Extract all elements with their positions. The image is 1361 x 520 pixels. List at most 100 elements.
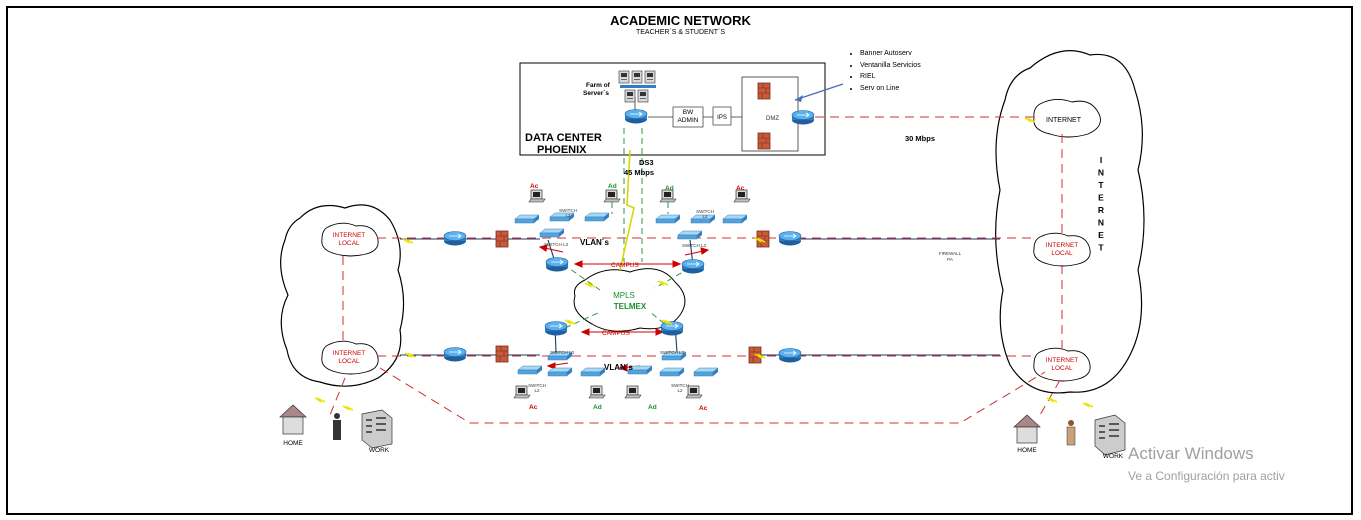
campus-router-icon [545, 257, 569, 272]
service-item: Banner Autoserv [860, 48, 921, 60]
switch-l3-label: SWITCH L3 [544, 242, 569, 247]
switch-l2-label: SWITCH [671, 383, 689, 388]
mpls-provider-label: TELMEX [614, 302, 647, 311]
internet-speed-label: 30 Mbps [905, 134, 935, 143]
services-list: Banner Autoserv Ventanilla Servicios RIE… [848, 48, 921, 94]
internet-local-label: INTERNET [1046, 242, 1079, 249]
data-center-box [519, 62, 826, 156]
switch-group-top-left [514, 212, 610, 238]
person-icon [1066, 420, 1076, 446]
ips-box [712, 106, 732, 126]
vlans-label: VLAN´s [604, 363, 633, 372]
access-ad-label: Ad [593, 404, 602, 411]
cloud-internet-local [321, 222, 379, 257]
access-ac-label: Ac [530, 183, 539, 190]
home-label: HOME [283, 440, 303, 447]
switch-group-bottom-right [627, 351, 719, 377]
switch-l2-label: SWITCH [696, 209, 714, 214]
home-label: HOME [1017, 447, 1037, 454]
access-ad-label: Ad [665, 185, 674, 192]
cloud-internet-top [1033, 99, 1101, 138]
router-icon [443, 231, 467, 246]
internet-local-label: LOCAL [338, 240, 360, 247]
access-ac-label: Ac [736, 185, 745, 192]
campus-router-icon [681, 259, 705, 274]
watermark-line: Activar Windows [1128, 444, 1254, 463]
dmz-label: DMZ [766, 116, 779, 122]
work-label: WORK [1103, 453, 1124, 460]
campus-label: CAMPUS [611, 262, 639, 269]
data-center-label: DATA CENTER [525, 132, 602, 144]
switch-l3-label: SWITCH L3 [660, 350, 685, 355]
service-item: RIEL [860, 71, 921, 83]
work-label: WORK [369, 447, 390, 454]
ips-label: IPS [717, 115, 727, 121]
firewall-icon [495, 345, 509, 363]
work-building-icon [361, 409, 393, 449]
diagram-frame [6, 6, 1353, 515]
edge-router-icon [791, 110, 815, 125]
diagram-title: ACADEMIC NETWORK [610, 13, 751, 28]
internet-local-label: INTERNET [333, 350, 366, 357]
firewall-icon [495, 230, 509, 248]
internet-local-label: INTERNET [333, 232, 366, 239]
diagram-subtitle: TEACHER´S & STUDENT´S [635, 29, 726, 36]
server-farm [618, 70, 656, 103]
windows-activation-watermark: Activar Windows Ve a Configuración para … [1128, 444, 1285, 483]
cloud-internet-local [321, 340, 379, 375]
bw-label: ADMIN [678, 117, 699, 124]
mpls-label: MPLS [613, 291, 635, 300]
firewall-label: PA [947, 257, 953, 262]
switch-l2-label: L2 [565, 213, 571, 218]
person-icon [333, 413, 341, 440]
switch-l2-label: L2 [702, 214, 708, 219]
switch-l2-label: SWITCH [559, 208, 577, 213]
internet-local-label: LOCAL [338, 358, 360, 365]
access-ad-label: Ad [608, 183, 617, 190]
access-ac-label: Ac [529, 404, 538, 411]
home-icon [1013, 414, 1041, 444]
cloud-right-internet [995, 50, 1145, 394]
switch-l2-label: SWITCH [528, 383, 546, 388]
ds3-speed-label: 45 Mbps [624, 168, 654, 177]
switch-l2-label: L2 [677, 388, 683, 393]
red-dashed-links [329, 116, 1063, 424]
campus-label: CAMPUS [602, 330, 630, 337]
dmz-firewall-top-icon [757, 82, 771, 100]
cloud-internet-local [1033, 232, 1091, 267]
router-icon [443, 347, 467, 362]
internet-local-label: LOCAL [1051, 250, 1073, 257]
ds3-link [619, 149, 635, 271]
cloud-internet-local [1033, 347, 1091, 382]
service-item: Serv on Line [860, 83, 921, 95]
bw-label: BW [683, 109, 694, 116]
campus-router-icon [544, 321, 568, 336]
internet-local-label: LOCAL [1051, 365, 1073, 372]
switch-l3-label: SWITCH L3 [550, 350, 575, 355]
core-router-icon [624, 109, 648, 124]
router-icon [778, 348, 802, 363]
service-item: Ventanilla Servicios [860, 60, 921, 72]
work-building-icon [1094, 414, 1126, 456]
internet-local-label: INTERNET [1046, 357, 1079, 364]
navy-links [400, 238, 1000, 356]
data-center-label: PHOENIX [537, 144, 587, 156]
services-arrow [794, 83, 844, 101]
firewall-label: FIREWALL [939, 251, 962, 256]
farm-label: Server´s [583, 90, 609, 97]
campus-arrows [538, 244, 710, 372]
vlans-label: VLAN´s [580, 238, 609, 247]
router-icon [778, 231, 802, 246]
dmz-firewall-bottom-icon [757, 132, 771, 150]
switch-l2-label: L2 [534, 388, 540, 393]
access-ac-label: Ac [699, 405, 708, 412]
switch-l3-label: SWITCH L3 [682, 243, 707, 248]
home-icon [279, 404, 307, 435]
farm-label: Farm of [586, 82, 611, 89]
watermark-line: Ve a Configuración para activ [1128, 469, 1285, 483]
access-ad-label: Ad [648, 404, 657, 411]
internet-top-label: INTERNET [1046, 117, 1082, 124]
